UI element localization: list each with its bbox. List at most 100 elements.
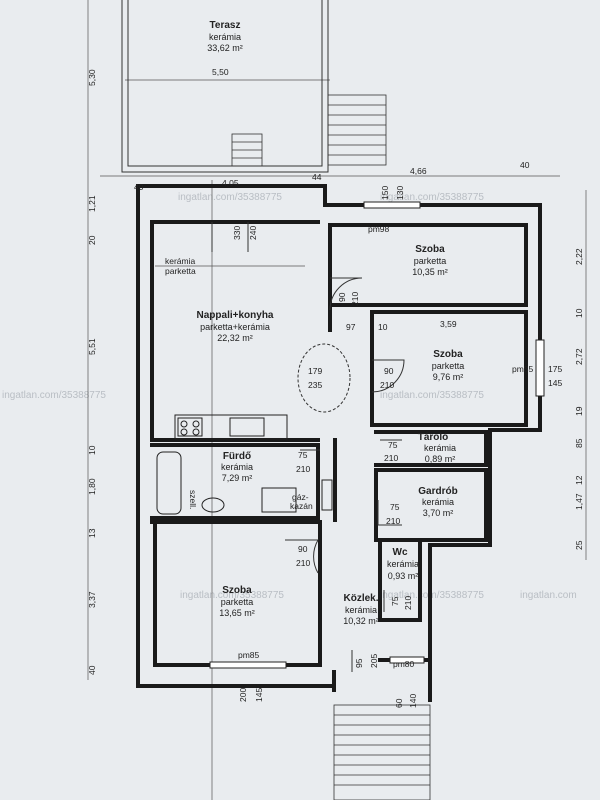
room-floor-nappali: parketta+kerámia <box>200 322 270 332</box>
label-pm85-bottom: pm85 <box>238 650 260 660</box>
terrace-stairs <box>231 94 387 167</box>
dim-label: 240 <box>248 226 258 240</box>
room-name-tarolo: Tároló <box>418 432 449 443</box>
dim-label: 44 <box>312 172 322 182</box>
dim-label: 140 <box>408 694 418 708</box>
room-area-szoba3: 13,65 m² <box>219 608 255 618</box>
room-floor-furdo: kerámia <box>221 462 253 472</box>
boiler <box>321 479 333 511</box>
room-floor-szoba1: parketta <box>414 256 447 266</box>
dim-label: 19 <box>574 406 584 416</box>
dimension-lines <box>87 0 587 800</box>
dim-label: 210 <box>380 380 394 390</box>
dim-label: 205 <box>369 654 379 668</box>
dimension-labels: 5,30 5,50 40 4,05 44 4,66 40 150 130 1,2… <box>87 67 584 708</box>
dim-label: 235 <box>308 380 322 390</box>
room-name-wc: Wc <box>393 547 408 558</box>
dim-label: 210 <box>296 558 310 568</box>
dim-label: 40 <box>87 665 97 675</box>
dim-label: 13 <box>87 528 97 538</box>
dim-label: 10 <box>87 445 97 455</box>
kitchen-counter <box>174 414 288 440</box>
entrance-stairs <box>333 704 431 800</box>
dim-label: 4,05 <box>222 178 239 188</box>
room-floor-szoba2: parketta <box>432 361 465 371</box>
dim-label: 5,50 <box>212 67 229 77</box>
passage-arc <box>297 343 351 413</box>
dim-label: 85 <box>574 438 584 448</box>
dim-label: 10 <box>378 322 388 332</box>
dim-label: 330 <box>232 226 242 240</box>
dim-label: 10 <box>574 308 584 318</box>
label-pm98: pm98 <box>368 224 390 234</box>
room-floor-szoba3: parketta <box>221 597 254 607</box>
dim-label: 130 <box>395 186 405 200</box>
dim-label: 179 <box>308 366 322 376</box>
dim-label: 1,21 <box>87 195 97 212</box>
bathroom-fixtures <box>156 451 333 515</box>
dim-label: 210 <box>384 453 398 463</box>
dim-label: 1,80 <box>87 478 97 495</box>
room-floor-gardrob: kerámia <box>422 497 454 507</box>
dim-label: 175 <box>548 364 562 374</box>
dim-label: 12 <box>574 475 584 485</box>
room-name-szoba1: Szoba <box>415 244 445 255</box>
dim-label: 5,51 <box>87 338 97 355</box>
terrace <box>121 0 387 173</box>
dim-label: 25 <box>574 540 584 550</box>
floor-label-parketta: parketta <box>165 266 196 276</box>
watermark: ingatlan.com/35388775 <box>380 390 484 401</box>
room-floor-terasz: kerámia <box>209 32 241 42</box>
dim-label: 210 <box>386 516 400 526</box>
room-area-szoba1: 10,35 m² <box>412 267 448 277</box>
dim-label: 3,59 <box>440 319 457 329</box>
dim-label: 145 <box>254 688 264 702</box>
label-gaz: gáz- <box>292 492 309 502</box>
room-area-kozlek: 10,32 m² <box>343 616 379 626</box>
room-name-gardrob: Gardrób <box>418 486 457 497</box>
windows <box>209 201 545 669</box>
dim-label: 2,22 <box>574 248 584 265</box>
room-name-szoba3: Szoba <box>222 585 252 596</box>
room-area-gardrob: 3,70 m² <box>423 508 454 518</box>
room-floor-kozlek: kerámia <box>345 605 377 615</box>
floor-label-keramia: kerámia <box>165 256 196 266</box>
dim-label: 210 <box>350 292 360 306</box>
dim-label: 200 <box>238 688 248 702</box>
door-arc <box>371 359 405 393</box>
dim-label: 90 <box>337 292 347 302</box>
dim-label: 75 <box>390 502 400 512</box>
dim-label: 2,72 <box>574 348 584 365</box>
dim-label: 40 <box>520 160 530 170</box>
label-szell: szell. <box>188 490 198 509</box>
room-name-terasz: Terasz <box>210 20 241 31</box>
watermark: ingatlan.com/35388775 <box>380 590 484 601</box>
dim-label: 95 <box>354 658 364 668</box>
watermark: ingatlan.com <box>520 590 577 601</box>
label-kazan: kazán <box>290 501 313 511</box>
dim-label: 1,47 <box>574 493 584 510</box>
dim-label: 150 <box>380 186 390 200</box>
dim-label: 90 <box>298 544 308 554</box>
room-area-nappali: 22,32 m² <box>217 333 253 343</box>
label-pm80: pm80 <box>393 659 415 669</box>
room-name-furdo: Fürdő <box>223 451 251 462</box>
room-area-furdo: 7,29 m² <box>222 473 253 483</box>
dim-label: 75 <box>388 440 398 450</box>
room-area-terasz: 33,62 m² <box>207 43 243 53</box>
door-leaf <box>377 500 402 526</box>
watermark: ingatlan.com/35388775 <box>2 390 106 401</box>
room-area-szoba2: 9,76 m² <box>433 372 464 382</box>
room-area-tarolo: 0,89 m² <box>425 454 456 464</box>
dim-label: 5,30 <box>87 69 97 86</box>
dim-label: 145 <box>548 378 562 388</box>
dim-label: 90 <box>384 366 394 376</box>
dim-label: 75 <box>390 596 400 606</box>
doors <box>211 222 405 672</box>
door-arc <box>285 539 319 574</box>
room-floor-tarolo: kerámia <box>424 443 456 453</box>
walls <box>136 184 542 702</box>
label-pm85-right: pm85 <box>512 364 534 374</box>
toilet <box>201 497 225 513</box>
